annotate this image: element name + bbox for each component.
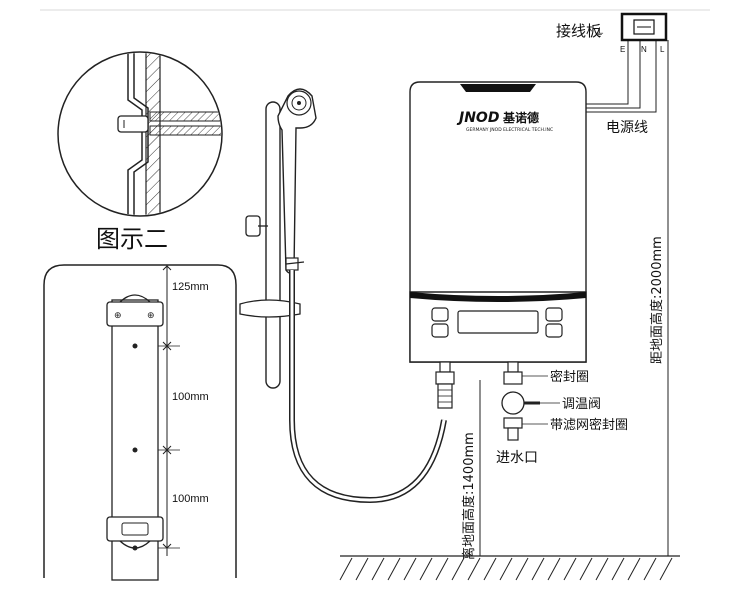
shower-head [277, 88, 317, 274]
water-inlet-valve [501, 361, 560, 441]
brand-logo: JNOD [456, 110, 499, 126]
water-inlet-label: 进水口 [496, 450, 538, 466]
temp-valve-label: 调温阀 [562, 397, 601, 412]
bracket-panel: ⊕ ⊕ [43, 264, 237, 581]
brand-cn-logo: 基诺德 [502, 110, 539, 125]
svg-text:⊕: ⊕ [147, 311, 155, 321]
svg-text:⊕: ⊕ [114, 311, 122, 321]
dim-125-label: 125mm [172, 281, 209, 293]
power-cord [586, 40, 657, 113]
brand-subtitle: GERMANY JNOD ELECTRICAL TECH.INC [466, 127, 553, 133]
height-2000-label: 距地面高度:2000mm [649, 236, 665, 364]
ground-icon: ⏚ [594, 26, 605, 39]
heater-body [409, 81, 587, 363]
power-cord-label: 电源线 [606, 120, 648, 136]
detail-circle [57, 51, 223, 217]
seal-ring-label: 密封圈 [550, 369, 589, 385]
floor-hatch [339, 555, 680, 581]
height-1400-label: 离地面高度:1400mm [461, 432, 477, 560]
figure-two-label: 图示二 [96, 225, 168, 253]
shower-rail [239, 88, 447, 504]
terminal-board-label: 接线板 [556, 22, 601, 40]
dim-100-upper-label: 100mm [172, 391, 209, 403]
filter-seal-ring-label: 带滤网密封圈 [550, 417, 628, 433]
terminal-board [620, 12, 668, 42]
wire-e-label: E [620, 45, 625, 54]
dim-100-lower-label: 100mm [172, 493, 209, 505]
hot-water-outlet [435, 361, 455, 409]
wire-l-label: L [660, 45, 665, 54]
wire-n-label: N [641, 45, 647, 54]
